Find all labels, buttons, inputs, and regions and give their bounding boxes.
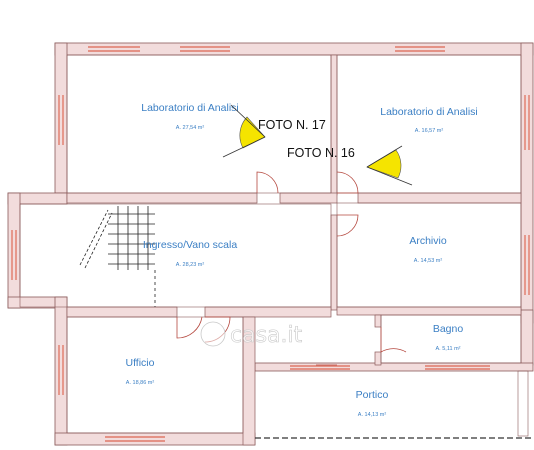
camera-cone-icon xyxy=(239,116,266,149)
watermark-text: casa.it xyxy=(230,323,303,348)
staircase xyxy=(79,206,156,307)
room-area-lab2: A. 16,57 m² xyxy=(415,128,444,134)
room-area-portico: A. 14,13 m² xyxy=(358,412,387,418)
room-area-bagno: A. 5,11 m² xyxy=(436,346,461,352)
room-name-archivio: Archivio xyxy=(409,235,447,247)
watermark: casa.it xyxy=(200,321,303,348)
room-name-portico: Portico xyxy=(356,389,389,401)
room-area-ingresso: A. 28,23 m² xyxy=(176,262,205,268)
photo-marker-17: FOTO N. 17 xyxy=(222,104,326,158)
porch-edge xyxy=(255,370,533,439)
photo-marker-16: FOTO N. 16 xyxy=(287,145,413,186)
room-name-ufficio: Ufficio xyxy=(126,357,155,369)
room-area-lab1: A. 27,54 m² xyxy=(176,125,205,131)
room-area-archivio: A. 14,53 m² xyxy=(414,258,443,264)
walls xyxy=(7,42,534,446)
photo-label-17: FOTO N. 17 xyxy=(258,118,326,132)
room-name-lab2: Laboratorio di Analisi xyxy=(380,106,477,118)
watermark-logo-icon xyxy=(200,321,226,347)
room-area-ufficio: A. 18,86 m² xyxy=(126,380,155,386)
photo-label-16: FOTO N. 16 xyxy=(287,146,355,160)
room-outlines xyxy=(19,54,522,434)
room-name-lab1: Laboratorio di Analisi xyxy=(141,102,238,114)
room-name-bagno: Bagno xyxy=(433,323,464,335)
room-name-ingresso: Ingresso/Vano scala xyxy=(143,239,238,251)
interior-walls xyxy=(66,54,522,446)
windows xyxy=(11,46,530,442)
room-labels: Laboratorio di Analisi A. 27,54 m² Labor… xyxy=(126,102,478,418)
